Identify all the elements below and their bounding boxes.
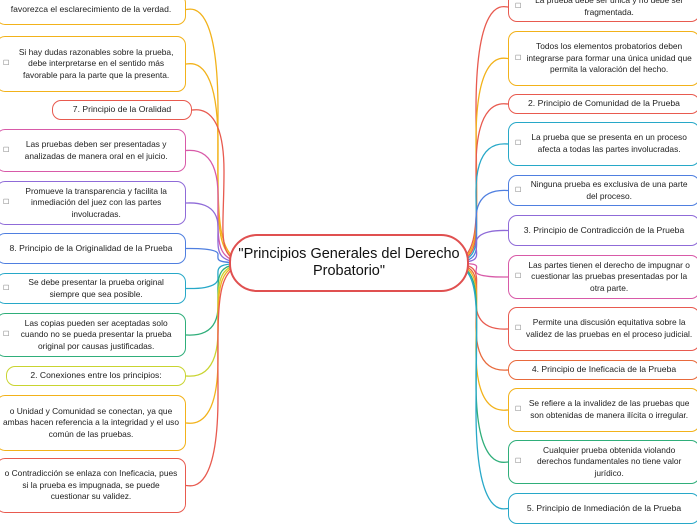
central-topic[interactable]: "Principios Generales del Derecho Probat… bbox=[229, 234, 469, 292]
node-right-5[interactable]: 3. Principio de Contradicción de la Prue… bbox=[508, 215, 697, 246]
node-label: La prueba debe ser única y no debe ser f… bbox=[535, 0, 684, 17]
checkbox-icon: ☐ bbox=[515, 186, 522, 194]
node-left-2[interactable]: 7. Principio de la Oralidad bbox=[52, 100, 192, 120]
checkbox-icon: ☐ bbox=[515, 140, 522, 148]
node-left-3[interactable]: ☐ Las pruebas deben ser presentadas y ana… bbox=[0, 129, 186, 172]
checkbox-icon: ☐ bbox=[515, 458, 522, 466]
node-label: Cualquier prueba obtenida violando derec… bbox=[536, 444, 682, 478]
connector-left-1 bbox=[185, 63, 255, 264]
node-label: Se refiere a la invalidez de las pruebas… bbox=[528, 398, 690, 420]
node-label: La prueba que se presenta en un proceso … bbox=[531, 132, 687, 154]
checkbox-icon: ☐ bbox=[3, 331, 10, 339]
node-right-7[interactable]: ☐ Permite una discusión equitativa sobre … bbox=[508, 307, 697, 351]
node-label: 8. Principio de la Originalidad de la Pr… bbox=[9, 242, 173, 253]
central-topic-title: "Principios Generales del Derecho Probat… bbox=[238, 246, 460, 279]
node-label: Permite una discusión equitativa sobre l… bbox=[526, 317, 693, 339]
node-left-1[interactable]: ☐ Si hay dudas razonables sobre la prueba… bbox=[0, 36, 186, 92]
connector-left-10 bbox=[185, 262, 255, 487]
node-right-11[interactable]: 5. Principio de Inmediación de la Prueba bbox=[508, 493, 697, 524]
node-left-6[interactable]: ☐ Se debe presentar la prueba original si… bbox=[0, 273, 186, 304]
node-right-9[interactable]: ☐ Se refiere a la invalidez de las prueba… bbox=[508, 388, 697, 432]
checkbox-icon: ☐ bbox=[515, 54, 522, 62]
checkbox-icon: ☐ bbox=[3, 199, 10, 207]
node-label: Se debe presentar la prueba original sie… bbox=[28, 276, 164, 299]
node-left-8[interactable]: 2. Conexiones entre los principios: bbox=[6, 366, 186, 386]
node-left-4[interactable]: ☐ Promueve la transparencia y facilita la… bbox=[0, 181, 186, 225]
checkbox-icon: ☐ bbox=[3, 146, 10, 154]
connector-right-1 bbox=[443, 57, 509, 264]
node-right-8[interactable]: 4. Principio de Ineficacia de la Prueba bbox=[508, 360, 697, 380]
node-right-10[interactable]: ☐ Cualquier prueba obtenida violando dere… bbox=[508, 440, 697, 484]
node-label: 2. Conexiones entre los principios: bbox=[30, 370, 162, 381]
connector-right-11 bbox=[443, 262, 509, 510]
node-label: 2. Principio de Comunidad de la Prueba bbox=[528, 98, 680, 109]
connector-left-0 bbox=[185, 8, 255, 264]
checkbox-icon: ☐ bbox=[515, 3, 522, 11]
node-label: Las partes tienen el derecho de impugnar… bbox=[528, 259, 690, 293]
node-right-3[interactable]: ☐ La prueba que se presenta en un proceso… bbox=[508, 122, 697, 166]
node-label: 7. Principio de la Oralidad bbox=[72, 104, 172, 115]
connector-right-0 bbox=[443, 5, 509, 264]
node-label: 3. Principio de Contradicción de la Prue… bbox=[523, 224, 685, 235]
checkbox-icon: ☐ bbox=[515, 325, 522, 333]
node-right-2[interactable]: 2. Principio de Comunidad de la Prueba bbox=[508, 94, 697, 114]
node-left-10[interactable]: o Contradicción se enlaza con Ineficacia… bbox=[0, 458, 186, 513]
checkbox-icon: ☐ bbox=[515, 406, 522, 414]
checkbox-icon: ☐ bbox=[515, 273, 522, 281]
node-label: 5. Principio de Inmediación de la Prueba bbox=[526, 502, 682, 513]
node-label: Las pruebas deben ser presentadas y anal… bbox=[24, 138, 168, 161]
node-left-0[interactable]: favorezca el esclarecimiento de la verda… bbox=[0, 0, 186, 25]
node-label: 4. Principio de Ineficacia de la Prueba bbox=[531, 364, 677, 375]
node-label: favorezca el esclarecimiento de la verda… bbox=[10, 3, 172, 14]
node-label: Promueve la transparencia y facilita la … bbox=[25, 185, 167, 219]
node-right-6[interactable]: ☐ Las partes tienen el derecho de impugna… bbox=[508, 255, 697, 299]
checkbox-icon: ☐ bbox=[3, 60, 10, 68]
checkbox-icon: ☐ bbox=[3, 284, 10, 292]
node-right-4[interactable]: ☐ Ninguna prueba es exclusiva de una part… bbox=[508, 175, 697, 206]
node-label: Ninguna prueba es exclusiva de una parte… bbox=[530, 178, 688, 201]
node-label: Si hay dudas razonables sobre la prueba,… bbox=[18, 46, 174, 80]
node-label: o Unidad y Comunidad se conectan, ya que… bbox=[3, 405, 179, 439]
node-label: Las copias pueden ser aceptadas solo cua… bbox=[20, 317, 172, 351]
node-label: Todos los elementos probatorios deben in… bbox=[526, 41, 692, 75]
node-right-1[interactable]: ☐ Todos los elementos probatorios deben i… bbox=[508, 31, 697, 86]
node-left-7[interactable]: ☐ Las copias pueden ser aceptadas solo cu… bbox=[0, 313, 186, 357]
node-label: o Contradicción se enlaza con Ineficacia… bbox=[4, 468, 178, 502]
node-left-9[interactable]: o Unidad y Comunidad se conectan, ya que… bbox=[0, 395, 186, 451]
node-left-5[interactable]: 8. Principio de la Originalidad de la Pr… bbox=[0, 233, 186, 264]
node-right-0[interactable]: ☐ La prueba debe ser única y no debe ser … bbox=[508, 0, 697, 22]
